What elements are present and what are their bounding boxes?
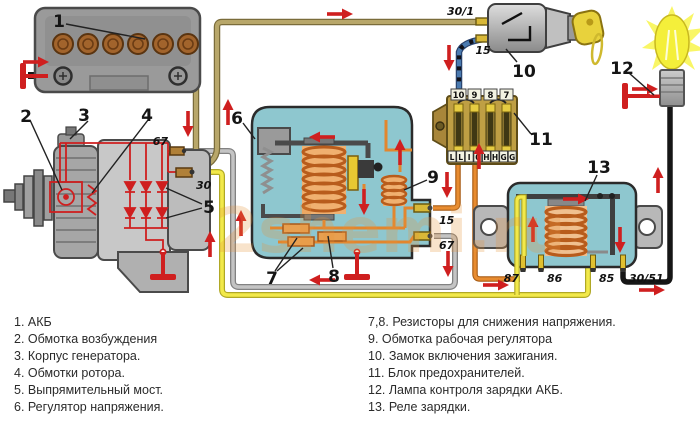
fuse-letter: I [468, 153, 471, 162]
label-ignition-30-1: 30/1 [447, 5, 474, 18]
label-regulator-67: 67 [439, 239, 455, 252]
fuse-letter: G [501, 153, 507, 162]
wire-orange-fuse-to-regulator-15 [433, 158, 461, 211]
fuse-block: 10 9 8 7 L L I 0 H H G G [432, 88, 518, 165]
callout-3: 3 [78, 106, 90, 126]
regulator-contacts [347, 155, 359, 191]
fuse-letter: L [450, 153, 455, 162]
relay-armature [516, 194, 620, 199]
legend-left-column: 1. АКБ 2. Обмотка возбуждения 3. Корпус ге… [14, 314, 359, 416]
legend-item: 5. Выпрямительный мост. [14, 383, 164, 397]
diagram-canvas: 10 9 8 7 L L I 0 H H G G [3, 3, 700, 298]
resistor-7a [282, 223, 310, 234]
wire-yellow-generator-output [192, 169, 591, 298]
voltage-regulator [250, 105, 433, 274]
key-ring [590, 32, 604, 66]
lamp-base [659, 69, 685, 107]
generator [3, 126, 211, 293]
callout-10: 10 [512, 62, 536, 82]
lamp-filament [665, 29, 679, 61]
label-relay-30-51: 30/51 [629, 272, 664, 285]
label-relay-85: 85 [599, 272, 615, 285]
legend-item: 3. Корпус генератора. [14, 349, 141, 363]
callout-1: 1 [53, 12, 65, 32]
callout-7: 7 [266, 269, 278, 289]
resistor-8 [317, 231, 347, 242]
pulley-bolt [3, 189, 17, 203]
callout-9: 9 [427, 168, 439, 188]
rectifier-bridge [123, 181, 169, 219]
legend-item: 9. Обмотка рабочая регулятора [368, 332, 553, 346]
generator-body [97, 139, 171, 261]
charge-relay [473, 181, 663, 272]
callout-4: 4 [141, 106, 153, 126]
label-ignition-15: 15 [475, 44, 491, 57]
wire-orange-fuse-to-relay-87 [472, 158, 520, 282]
fuses [453, 103, 512, 155]
battery [28, 6, 202, 94]
ignition-switch [475, 3, 605, 66]
switch-contact-symbol [501, 11, 532, 42]
legend-item: 13. Реле зарядки. [368, 400, 471, 414]
generator-foot [117, 251, 189, 293]
label-regulator-15: 15 [439, 214, 455, 227]
fuse-letter: G [509, 153, 515, 162]
excitation-winding-box [49, 181, 83, 213]
relay-pins [520, 254, 626, 272]
callout-13: 13 [587, 158, 611, 178]
watermark: 2shemi.ru [215, 194, 565, 267]
legend-item: 11. Блок предохранителей. [368, 366, 525, 380]
legend-item: 1. АКБ [14, 315, 52, 329]
fuse-number: 8 [488, 91, 494, 101]
fuse-number: 9 [472, 91, 478, 101]
wire-black-relay-to-lamp [620, 104, 673, 285]
callout-11: 11 [529, 130, 553, 150]
label-relay-87: 87 [504, 272, 520, 285]
wire-ground-grey-field [184, 148, 458, 290]
regulator-working-coil [380, 174, 408, 207]
callout-6: 6 [231, 109, 243, 129]
callout-12: 12 [610, 59, 634, 79]
legend-item: 4. Обмотки ротора. [14, 366, 125, 380]
label-generator-67: 67 [153, 135, 169, 148]
callout-8: 8 [328, 267, 340, 287]
legend-item: 12. Лампа контроля зарядки АКБ. [368, 383, 563, 397]
battery-cell-caps [52, 33, 199, 55]
legend-right-column: 7,8. Резисторы для снижения напряжения. 9… [368, 314, 698, 416]
fuse-number-labels: 10 9 8 7 [450, 88, 514, 101]
label-relay-86: 86 [547, 272, 563, 285]
charge-warning-lamp [642, 6, 700, 107]
generator-pulley [14, 169, 53, 227]
regulator-contact-screw [358, 160, 374, 178]
fuse-number: 10 [453, 91, 465, 101]
callout-2: 2 [20, 107, 32, 127]
fuse-letter: H [492, 153, 498, 162]
legend-item: 6. Регулятор напряжения. [14, 400, 164, 414]
legend-item: 2. Обмотка возбуждения [14, 332, 158, 346]
ignition-key [571, 9, 605, 46]
resistor-7b [287, 236, 315, 247]
fuse-letter: H [483, 153, 489, 162]
regulator-spring [259, 146, 275, 195]
fuse-letter: L [458, 153, 463, 162]
callout-5: 5 [203, 198, 215, 218]
fuse-number: 7 [504, 91, 510, 101]
label-generator-30: 30 [196, 179, 212, 192]
legend-item: 7,8. Резисторы для снижения напряжения. [368, 315, 616, 329]
wire-yellow-to-relay-87 [514, 194, 527, 295]
lamp-bulb [654, 14, 690, 70]
callout-lines [29, 23, 655, 272]
legend-item: 10. Замок включения зажигания. [368, 349, 558, 363]
excitation-winding [57, 188, 75, 206]
relay-coil [544, 198, 588, 258]
